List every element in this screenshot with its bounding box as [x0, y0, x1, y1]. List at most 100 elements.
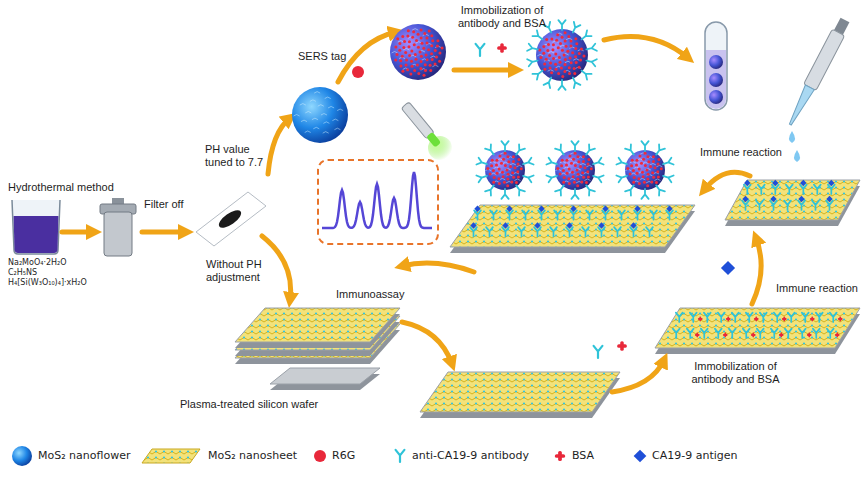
antigen-capture-chip — [725, 180, 860, 226]
antibody-icon — [396, 450, 405, 462]
legend-text: BSA — [572, 449, 594, 462]
antibody-icon — [513, 145, 525, 157]
antibody-icon — [476, 172, 488, 182]
laser-pointer — [401, 102, 442, 148]
bsa-icon — [726, 317, 731, 322]
step-label: SERS tag — [298, 50, 346, 63]
antigen-icon — [634, 206, 640, 212]
antigen-icon — [772, 180, 778, 186]
antibody-icon — [594, 346, 603, 358]
process-arrow — [262, 236, 291, 300]
antibody-icon — [490, 210, 497, 219]
sers-tag-sphere — [616, 141, 673, 199]
antibody-icon — [816, 313, 823, 322]
antibody-icon — [555, 145, 567, 157]
bsa-icon — [695, 333, 700, 338]
chemical-formula: C₂H₅NS — [8, 268, 37, 278]
antibody-icon — [786, 185, 793, 194]
sers-tag-sphere — [527, 20, 597, 90]
antigen-icon — [826, 196, 832, 202]
antibody-icon — [570, 22, 581, 34]
antibody-icon — [592, 172, 604, 182]
antigen-icon — [570, 206, 576, 212]
antibody-icon — [771, 329, 778, 338]
antigen-icon — [828, 180, 834, 186]
bsa-icon — [497, 43, 507, 53]
part-label: Plasma-treated silicon wafer — [180, 398, 318, 411]
process-arrow — [62, 230, 94, 235]
bsa-icon — [807, 333, 812, 338]
antibody-icon — [812, 201, 819, 210]
antibody-icon — [527, 44, 538, 53]
antibody-icon — [476, 158, 488, 168]
antibody-icon — [558, 80, 565, 90]
chemical-formula: Na₂MoO₄·2H₂O — [8, 258, 67, 268]
antibody-icon — [757, 329, 764, 338]
antibody-icon — [485, 183, 497, 195]
antibody-icon — [785, 329, 792, 338]
antibody-icon — [582, 227, 589, 236]
antibody-icon — [614, 227, 621, 236]
antibody-icon — [653, 183, 665, 195]
antibody-icon — [687, 329, 694, 338]
antibody-icon — [774, 313, 781, 322]
antigen-icon — [800, 180, 806, 186]
silicon-wafer — [270, 368, 380, 390]
antigen-icon — [742, 196, 748, 202]
process-arrow — [142, 230, 186, 235]
antibody-icon — [827, 329, 834, 338]
antibody-icon — [583, 145, 595, 157]
antibody-icon — [476, 44, 485, 56]
sample-drop — [789, 131, 795, 143]
antibody-icon — [690, 313, 697, 322]
test-tube — [705, 22, 727, 110]
antibody-icon — [558, 20, 565, 30]
bsa-icon — [754, 317, 759, 322]
antibody-icon — [616, 172, 628, 182]
antigen-icon — [630, 222, 636, 228]
step-label: Immunoassay — [336, 288, 404, 301]
antibody-icon — [701, 329, 708, 338]
antibody-icon — [532, 30, 544, 42]
process-arrow — [752, 238, 761, 304]
legend-text: CA19-9 antigen — [652, 449, 737, 462]
process-arrow — [612, 360, 664, 392]
antibody-icon — [522, 210, 529, 219]
antibody-icon — [746, 313, 753, 322]
antibody-icon — [729, 329, 736, 338]
process-arrow — [268, 118, 290, 174]
antibody-icon — [485, 145, 497, 157]
antibody-icon — [676, 313, 683, 322]
process-arrow — [704, 172, 750, 190]
process-arrow — [402, 263, 474, 272]
antigen-icon — [506, 206, 512, 212]
sers-tag-sphere — [390, 24, 446, 80]
antibody-icon — [501, 189, 508, 199]
antibody-icon — [758, 185, 765, 194]
bsa-icon — [723, 333, 728, 338]
sers-tag-sphere — [476, 141, 533, 199]
antibody-icon — [486, 227, 493, 236]
process-arrow — [454, 68, 516, 73]
antibody-icon — [532, 68, 544, 80]
antibody-icon — [756, 201, 763, 210]
legend-text: MoS₂ nanoflower — [38, 449, 130, 462]
beaker — [12, 200, 60, 254]
antigen-icon — [470, 222, 476, 228]
antibody-icon — [513, 183, 525, 195]
bsa-icon — [779, 333, 784, 338]
antibody-icon — [784, 201, 791, 210]
step-label: Without PH adjustment — [206, 258, 276, 284]
step-label: Immune reaction — [776, 282, 858, 295]
antibody-icon — [662, 172, 674, 182]
antibody-icon — [788, 313, 795, 322]
process-arrow — [402, 322, 452, 364]
antigen-icon — [666, 206, 672, 212]
antibody-icon — [650, 210, 657, 219]
antibody-icon — [546, 158, 558, 168]
antibody-icon — [570, 76, 581, 88]
bsa-icon — [810, 317, 815, 322]
antibody-icon — [571, 141, 578, 151]
